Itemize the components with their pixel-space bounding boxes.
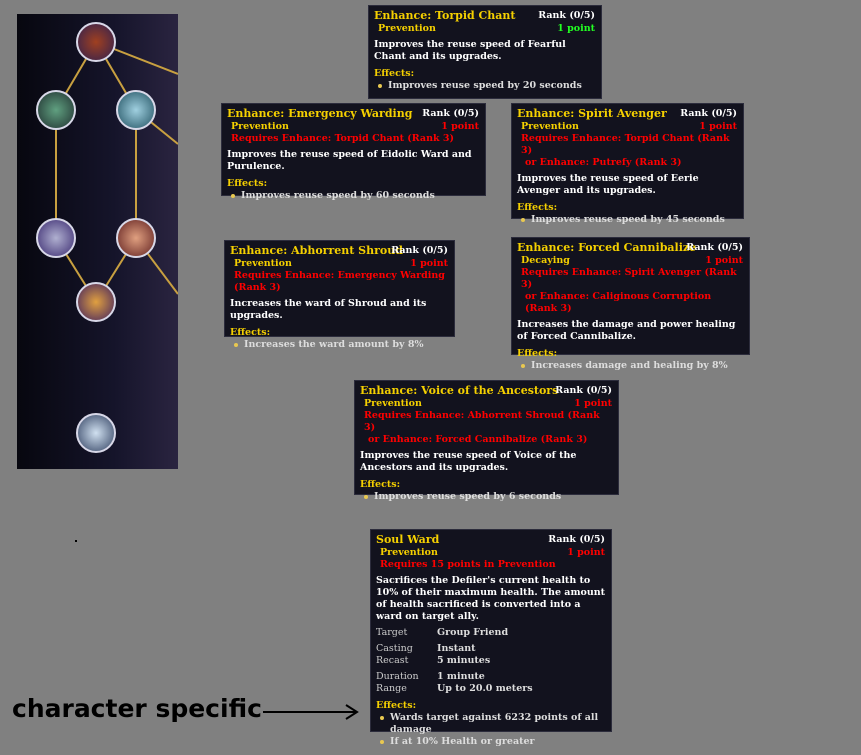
tooltip-description: Improves the reuse speed of Fearful Chan… — [374, 39, 566, 62]
effects-label: Effects: — [227, 178, 268, 189]
annotation-label: character specific — [12, 694, 262, 723]
talent-tree-panel — [17, 14, 178, 469]
tooltip-category: Prevention — [231, 121, 289, 132]
talent-tooltip: Enhance: Emergency Warding Rank (0/5) 1 po… — [221, 103, 486, 201]
stat-row: Range Up to 20.0 meters — [376, 683, 606, 695]
stat-row: Target Group Friend — [376, 627, 606, 639]
tooltip-cost: 1 point — [410, 258, 448, 269]
tooltip-description: Increases the ward of Shroud and its upg… — [230, 298, 427, 321]
stat-label: Target — [376, 627, 408, 638]
effect-item: Improves reuse speed by 60 seconds — [227, 190, 480, 202]
tooltip-category: Prevention — [380, 547, 438, 558]
tooltip-category: Prevention — [364, 398, 422, 409]
tooltip-cost: 1 point — [574, 398, 612, 409]
tooltip-rank: Rank (0/5) — [680, 108, 737, 119]
tooltip-cost: 1 point — [441, 121, 479, 132]
effect-item: Increases damage and healing by 8% — [517, 360, 744, 372]
tooltip-title: Enhance: Emergency Warding — [227, 107, 413, 120]
effect-item: Wards target against 6232 points of all … — [376, 712, 606, 736]
tooltip-requires: Requires Enhance: Emergency Warding (Ran… — [234, 270, 445, 293]
tooltip-description: Increases the damage and power healing o… — [517, 319, 736, 342]
tooltip-requires: Requires 15 points in Prevention — [380, 559, 556, 570]
hand-icon[interactable] — [76, 413, 116, 453]
tooltip-rank: Rank (0/5) — [538, 10, 595, 21]
tooltip-requires: Requires Enhance: Torpid Chant (Rank 3) — [231, 133, 454, 144]
tooltip-title: Soul Ward — [376, 533, 440, 546]
effect-item: Improves reuse speed by 45 seconds — [517, 214, 738, 226]
talent-node-icon[interactable] — [76, 22, 116, 62]
talent-tooltip: Enhance: Spirit Avenger Rank (0/5) 1 point… — [511, 103, 744, 225]
stat-value: 5 minutes — [437, 655, 491, 666]
shield-icon[interactable] — [36, 218, 76, 258]
tooltip-title: Enhance: Forced Cannibalize — [517, 241, 697, 254]
stat-row: Recast 5 minutes — [376, 655, 606, 667]
stat-label: Range — [376, 683, 407, 694]
stat-value: Group Friend — [437, 627, 509, 638]
tooltip-requires: or Enhance: Putrefy (Rank 3) — [525, 157, 682, 168]
effect-item: If at 10% Health or greater — [376, 736, 606, 748]
stat-label: Recast — [376, 655, 409, 666]
tooltip-requires: Requires Enhance: Torpid Chant (Rank 3) — [521, 133, 730, 156]
tooltip-category: Prevention — [521, 121, 579, 132]
stat-value: 1 minute — [437, 671, 485, 682]
tooltip-description: Improves the reuse speed of Eidolic Ward… — [227, 149, 472, 172]
tooltip-category: Prevention — [378, 23, 436, 34]
tooltip-description: Improves the reuse speed of Voice of the… — [360, 450, 577, 473]
tooltip-rank: Rank (0/5) — [548, 534, 605, 545]
dot — [75, 540, 77, 542]
tooltip-category: Prevention — [234, 258, 292, 269]
stat-value: Instant — [437, 643, 476, 654]
effect-item: Increases the ward amount by 8% — [230, 339, 449, 351]
effects-label: Effects: — [374, 68, 415, 79]
soul-ward-tooltip: Soul Ward Rank (0/5) 1 point Prevention … — [370, 529, 612, 747]
effects-label: Effects: — [230, 327, 271, 338]
effect-item: Improves reuse speed by 20 seconds — [374, 80, 596, 92]
tooltip-description: Sacrifices the Defiler's current health … — [376, 575, 606, 622]
stat-row: Casting Instant — [376, 643, 606, 655]
tooltip-requires: Requires Enhance: Spirit Avenger (Rank 3… — [521, 267, 737, 290]
talent-node-icon[interactable] — [116, 90, 156, 130]
effect-item: Improves reuse speed by 6 seconds — [360, 491, 613, 503]
tooltip-requires: Requires Enhance: Abhorrent Shroud (Rank… — [364, 410, 600, 433]
tooltip-rank: Rank (0/5) — [391, 245, 448, 256]
tooltip-category: Decaying — [521, 255, 570, 266]
tooltip-rank: Rank (0/5) — [686, 242, 743, 253]
tooltip-cost: 1 point — [567, 547, 605, 558]
tooltip-rank: Rank (0/5) — [422, 108, 479, 119]
stat-label: Casting — [376, 643, 413, 654]
tooltip-title: Enhance: Spirit Avenger — [517, 107, 667, 120]
arrow-icon — [263, 704, 359, 720]
tooltip-cost: 1 point — [699, 121, 737, 132]
effects-label: Effects: — [376, 700, 417, 711]
tooltip-requires: or Enhance: Caliginous Corruption (Rank … — [525, 291, 712, 314]
stat-label: Duration — [376, 671, 419, 682]
effects-label: Effects: — [517, 348, 558, 359]
tooltip-title: Enhance: Abhorrent Shroud — [230, 244, 403, 257]
talent-node-icon[interactable] — [116, 218, 156, 258]
effects-label: Effects: — [517, 202, 558, 213]
tooltip-cost: 1 point — [557, 23, 595, 34]
tooltip-cost: 1 point — [705, 255, 743, 266]
tooltip-requires: or Enhance: Forced Cannibalize (Rank 3) — [368, 434, 588, 445]
tooltip-description: Improves the reuse speed of Eerie Avenge… — [517, 173, 699, 196]
tooltip-title: Enhance: Torpid Chant — [374, 9, 516, 22]
talent-tooltip: Enhance: Torpid Chant Rank (0/5) 1 point Pr… — [368, 5, 602, 99]
tooltip-title: Enhance: Voice of the Ancestors — [360, 384, 559, 397]
effects-label: Effects: — [360, 479, 401, 490]
stat-row: Duration 1 minute — [376, 671, 606, 683]
talent-node-icon[interactable] — [36, 90, 76, 130]
stat-value: Up to 20.0 meters — [437, 683, 533, 694]
tooltip-rank: Rank (0/5) — [555, 385, 612, 396]
talent-node-icon[interactable] — [76, 282, 116, 322]
